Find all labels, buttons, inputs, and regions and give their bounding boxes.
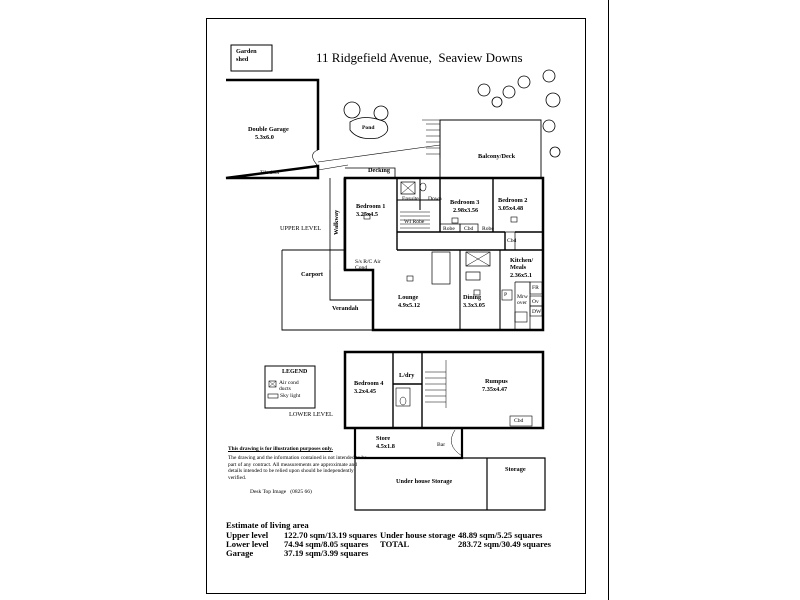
bedroom1-dims: 3.25x4.5 — [356, 211, 379, 218]
lower-level-label: LOWER LEVEL — [289, 411, 333, 418]
oven-label: Mrw over — [517, 294, 528, 307]
disclaimer-body: The drawing and the information containe… — [228, 455, 367, 481]
area-lower-label: Lower level — [226, 539, 269, 549]
lounge-label: Lounge — [398, 294, 419, 301]
garage-dims: 5.3x6.0 — [255, 134, 274, 141]
garden-shed-label: Garden — [236, 48, 257, 55]
area-total-value: 283.72 sqm/30.49 squares — [458, 539, 551, 549]
wi-robe-label: WI Robe — [404, 219, 425, 225]
kitchen-dims: 2.36x5.1 — [510, 272, 533, 279]
dining-dims: 3.3x3.05 — [463, 302, 486, 309]
area-underhouse-label: Under house storage — [380, 530, 456, 540]
decking-label: Decking — [368, 167, 391, 174]
cbd-label-2: Cbd — [507, 238, 517, 244]
ensuite-label: Ensuite — [402, 196, 419, 202]
verandah-label: Verandah — [332, 305, 359, 312]
garage-outline — [225, 78, 320, 180]
lower-level-outline — [343, 350, 545, 430]
bar-label: Bar — [437, 442, 446, 448]
under-house-label: Under house Storage — [396, 478, 453, 485]
robe-label-2: Robe — [482, 226, 494, 232]
tree-icons — [343, 69, 561, 158]
disclaimer-heading: This drawing is for illustration purpose… — [228, 446, 333, 452]
balcony-outline — [439, 119, 542, 179]
area-garage-label: Garage — [226, 548, 254, 558]
garage-label: Double Garage — [248, 126, 289, 133]
upper-level-label: UPPER LEVEL — [280, 225, 322, 232]
legend-box — [264, 365, 316, 409]
ov-label: Ov — [532, 299, 539, 305]
bedroom3-dims: 2.98x3.56 — [453, 207, 479, 214]
area-underhouse-value: 48.89 sqm/5.25 squares — [458, 530, 543, 540]
plan-sheet-border — [206, 18, 586, 594]
area-upper-value: 122.70 sqm/13.19 squares — [284, 530, 377, 540]
store-dims: 4.5x1.8 — [376, 443, 395, 450]
garden-shed-outline — [230, 44, 273, 72]
lounge-dims: 4.9x5.12 — [398, 302, 421, 309]
carport-outline — [281, 249, 374, 331]
cbd-label-1: Cbd — [464, 226, 474, 232]
bedroom2-label: Bedroom 2 — [498, 197, 528, 204]
carport-label: Carport — [301, 271, 324, 278]
bedroom4-dims: 3.2x4.45 — [354, 388, 377, 395]
page-border-line — [608, 0, 609, 600]
area-garage-value: 37.19 sqm/3.99 squares — [284, 548, 369, 558]
cbd-label-3: Cbd — [514, 418, 524, 424]
area-upper-label: Upper level — [226, 530, 269, 540]
legend-title: LEGEND — [282, 369, 308, 375]
dw-label: DW — [532, 309, 542, 315]
area-lower-value: 74.94 sqm/8.05 squares — [284, 539, 369, 549]
bedroom2-dims: 3.05x4.48 — [498, 205, 524, 212]
laundry-label: L/dry — [399, 372, 415, 379]
legend-sky-light: Sky light — [280, 393, 301, 399]
plan-title: 11 Ridgefield Avenue, Seaview Downs — [316, 50, 523, 65]
walkway-label: Walkway — [333, 209, 340, 235]
garden-shed-label-2: shed — [236, 56, 249, 63]
bedroom4-label: Bedroom 4 — [354, 380, 384, 387]
pond-label: Pond — [362, 125, 375, 131]
legend-air-cond: Air cond ducts — [279, 380, 299, 393]
area-total-label: TOTAL — [380, 539, 410, 549]
down-label: Down — [428, 196, 442, 202]
rumpus-dims: 7.35x4.47 — [482, 386, 508, 393]
kitchen-label: Kitchen/ Meals — [510, 257, 534, 271]
credit-line: Desk Top Image (0825 66) — [250, 489, 312, 495]
rumpus-label: Rumpus — [485, 378, 508, 385]
pantry-label: P — [504, 292, 508, 298]
fridge-label: FR — [532, 285, 539, 291]
area-heading: Estimate of living area — [226, 520, 309, 530]
bedroom3-label: Bedroom 3 — [450, 199, 480, 206]
tilt-door-label: Tilt door — [260, 170, 280, 176]
balcony-label: Balcony/Deck — [478, 153, 516, 160]
robe-label-1: Robe — [443, 226, 455, 232]
air-cond-label: S/s R/C Air Cond — [355, 259, 381, 272]
bedroom1-label: Bedroom 1 — [356, 203, 386, 210]
dining-label: Dining — [463, 294, 482, 301]
storage-label: Storage — [505, 466, 526, 473]
store-label: Store — [376, 435, 391, 442]
air-duct-icons — [363, 213, 518, 296]
disclaimer: This drawing is for illustration purpose… — [228, 446, 370, 481]
